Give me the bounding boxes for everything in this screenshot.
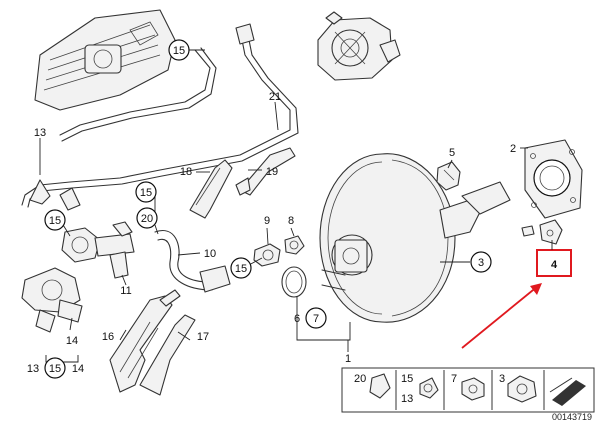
callout-circle-15c bbox=[44, 209, 66, 231]
callout-circle-15b bbox=[135, 181, 157, 203]
legend-7: 7 bbox=[451, 373, 457, 385]
callout-9: 9 bbox=[264, 215, 270, 227]
callout-14b: 14 bbox=[72, 363, 84, 375]
callout-11: 11 bbox=[120, 285, 131, 297]
red-arrow-pointer bbox=[461, 283, 542, 349]
callout-13: 13 bbox=[34, 127, 46, 139]
callout-circle-15a bbox=[168, 39, 190, 61]
callout-1: 1 bbox=[345, 353, 351, 365]
callout-15d: 15 bbox=[235, 263, 247, 275]
check-valve-assembly bbox=[61, 221, 231, 293]
callout-8: 8 bbox=[288, 215, 294, 227]
callout-circle-15d bbox=[230, 257, 252, 279]
clip-part-4 bbox=[521, 219, 563, 245]
callout-3: 3 bbox=[478, 257, 484, 269]
clevis-5 bbox=[436, 161, 461, 191]
callout-21: 21 bbox=[269, 91, 281, 103]
legend-15: 15 bbox=[401, 373, 413, 385]
callout-19: 19 bbox=[266, 166, 278, 178]
legend-13: 13 bbox=[401, 393, 413, 405]
next-page-arrow-icon bbox=[548, 372, 590, 408]
callout-circle-15e bbox=[44, 357, 66, 379]
legend-panel: 20 15 13 7 3 bbox=[341, 367, 595, 413]
intake-manifold bbox=[34, 9, 176, 111]
brake-booster bbox=[319, 153, 511, 323]
callout-10: 10 bbox=[204, 248, 216, 260]
gasket-7 bbox=[281, 266, 307, 298]
callout-18: 18 bbox=[180, 166, 192, 178]
callout-6: 6 bbox=[294, 313, 300, 325]
callout-15e: 15 bbox=[49, 363, 61, 375]
fittings-8-9 bbox=[253, 235, 305, 267]
callout-15b: 15 bbox=[140, 187, 152, 199]
brackets-18-19 bbox=[189, 147, 296, 219]
highlight-box bbox=[536, 249, 572, 277]
callout-labels: 15 21 13 15 15 20 10 11 15 9 8 18 19 5 2… bbox=[27, 39, 516, 379]
callout-5: 5 bbox=[449, 147, 455, 159]
gasket-plate-2 bbox=[524, 139, 583, 219]
callout-7: 7 bbox=[313, 313, 319, 325]
callout-15c: 15 bbox=[49, 215, 61, 227]
vacuum-pump bbox=[317, 11, 401, 81]
callout-17: 17 bbox=[197, 331, 209, 343]
callout-14: 14 bbox=[66, 335, 78, 347]
leader-lines bbox=[39, 49, 528, 363]
vacuum-hose-21 bbox=[21, 23, 299, 211]
brackets-16-17 bbox=[109, 289, 196, 396]
callout-4: 4 bbox=[551, 259, 558, 271]
legend-3: 3 bbox=[499, 373, 505, 385]
highlight-part-4: 4 bbox=[536, 240, 572, 277]
callout-circle-20 bbox=[136, 207, 158, 229]
callout-15a: 15 bbox=[173, 45, 185, 57]
callout-20: 20 bbox=[141, 213, 153, 225]
callout-16: 16 bbox=[102, 331, 114, 343]
callout-circle-3 bbox=[470, 251, 492, 273]
callout-circle-7 bbox=[305, 307, 327, 329]
callout-2: 2 bbox=[510, 143, 516, 155]
legend-20: 20 bbox=[354, 373, 366, 385]
reference-code: 00143719 bbox=[552, 412, 592, 422]
lower-left-valve bbox=[21, 267, 83, 333]
callout-13b: 13 bbox=[27, 363, 39, 375]
